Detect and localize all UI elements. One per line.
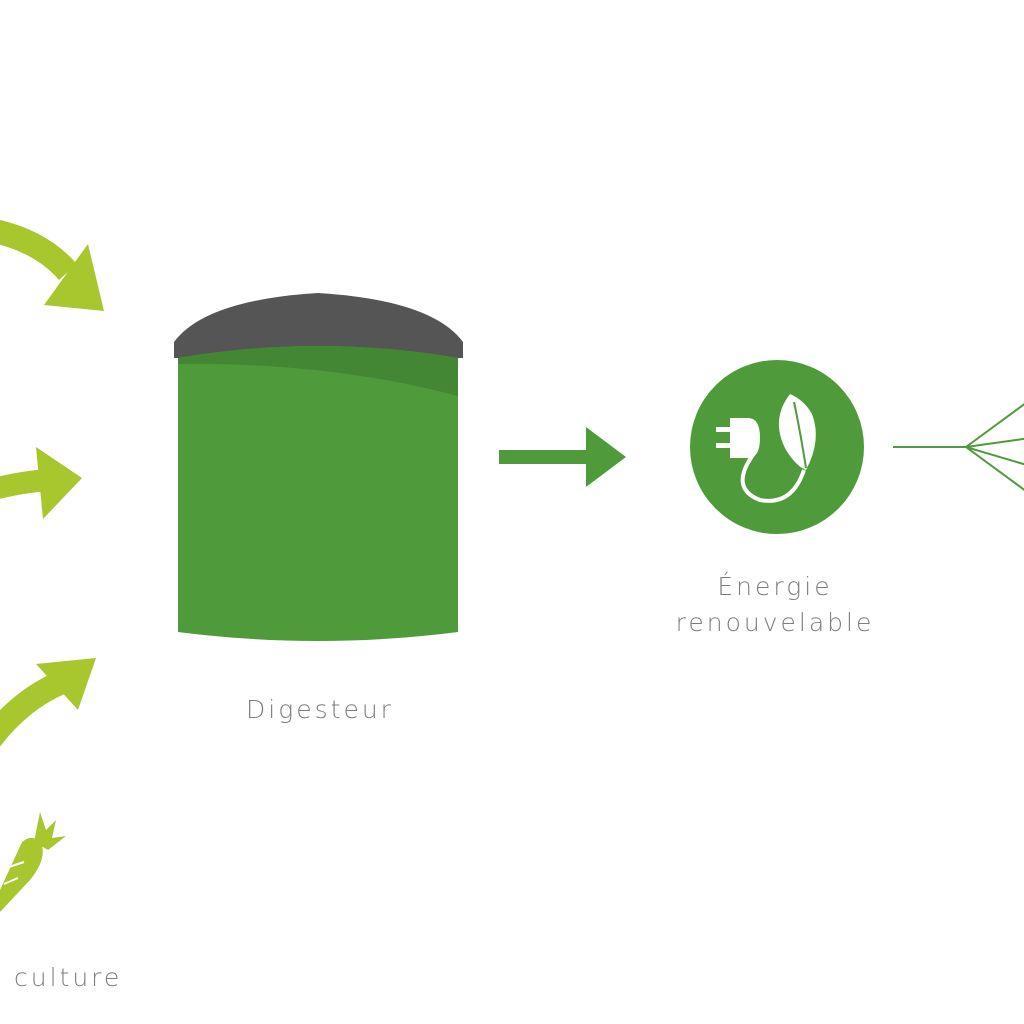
energy-label: Énergie renouvelable bbox=[640, 569, 910, 641]
plug-leaf-icon bbox=[690, 360, 864, 534]
curved-arrow-icon bbox=[0, 219, 104, 311]
energy-label-line2: renouvelable bbox=[675, 608, 875, 637]
diagonal-arrow-icon bbox=[0, 658, 96, 747]
carrot-icon bbox=[0, 812, 66, 912]
culture-label: culture bbox=[14, 963, 123, 992]
energy-label-line1: Énergie bbox=[717, 572, 833, 601]
straight-arrow-icon bbox=[0, 447, 82, 519]
flow-arrow-icon bbox=[499, 427, 626, 487]
digester-label: Digesteur bbox=[246, 695, 394, 724]
digester-tank-icon bbox=[174, 293, 463, 641]
fork-lines-icon bbox=[893, 403, 1024, 491]
